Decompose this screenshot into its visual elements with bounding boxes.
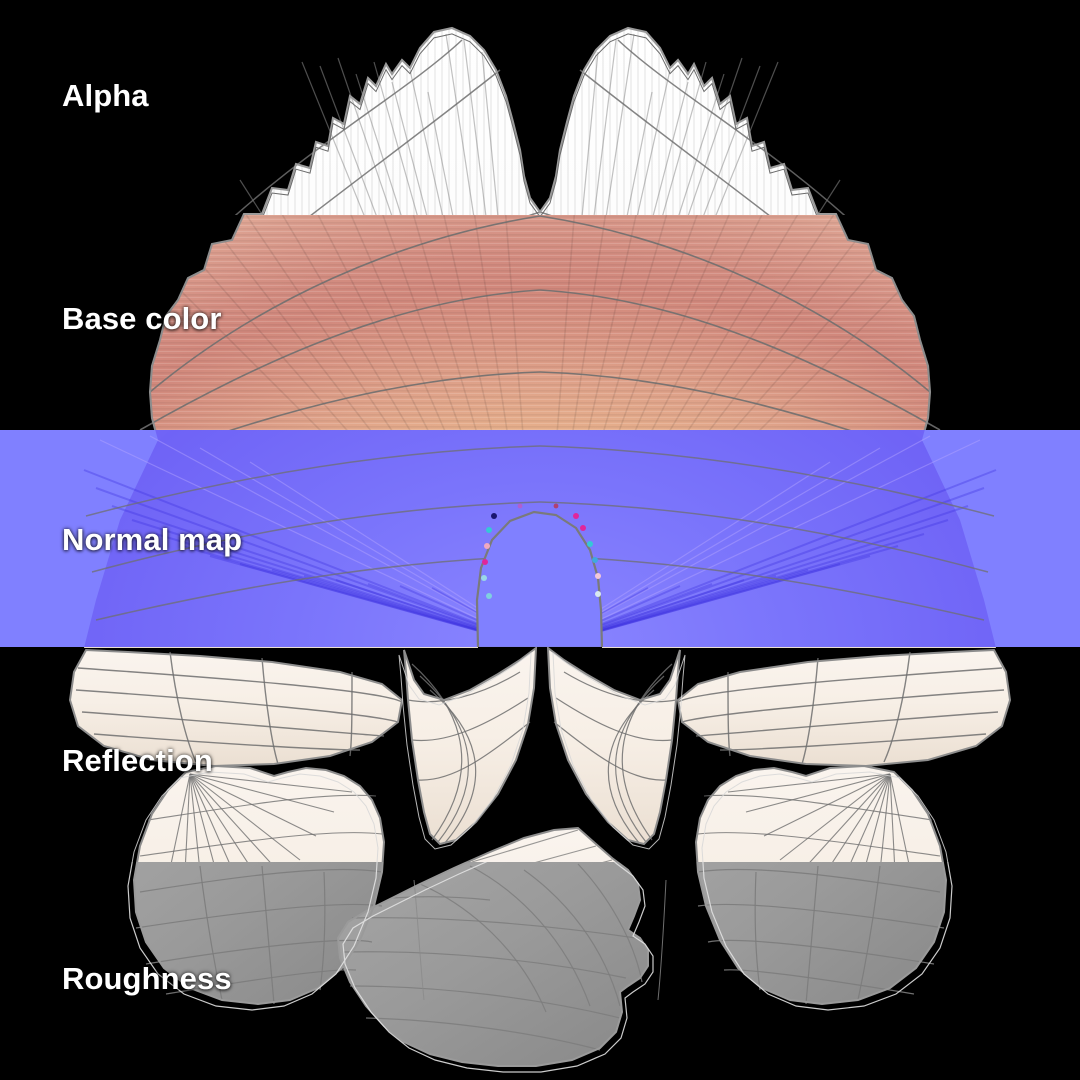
channel-label-normal-map: Normal map — [62, 522, 243, 557]
channel-label-base-color: Base color — [62, 301, 222, 336]
channel-label-alpha: Alpha — [62, 78, 149, 113]
band-artwork-base-color — [82, 215, 998, 430]
band-artwork-alpha — [82, 26, 998, 215]
band-artwork-roughness — [127, 862, 953, 1073]
channel-label-reflection: Reflection — [62, 743, 213, 778]
band-artwork-reflection — [69, 647, 1011, 862]
band-artwork-normal-map — [0, 430, 1080, 647]
channel-label-roughness: Roughness — [62, 961, 232, 996]
